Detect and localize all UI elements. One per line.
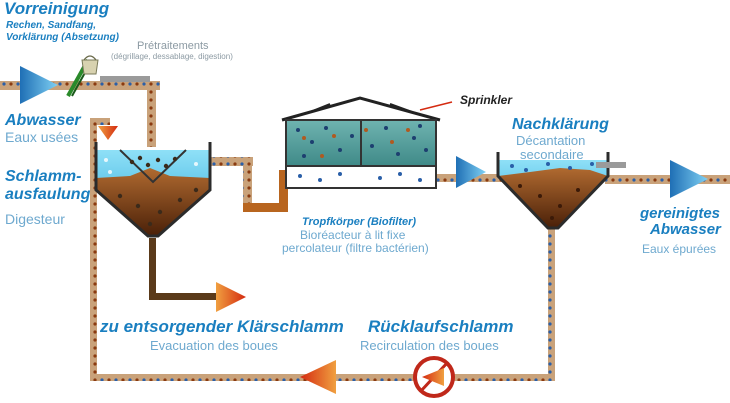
vorreinigung-title: Vorreinigung [4, 0, 110, 18]
tropfkoerper-label: Tropfkörper (Biofilter) [302, 216, 417, 228]
nachklaerung-label: Nachklärung [512, 116, 609, 133]
trickling-filter [281, 96, 453, 189]
inlet-arrow-icon [20, 66, 58, 104]
recirculation-arrow-icon [300, 360, 336, 394]
bioreacteur-label-1: Bioréacteur à lit fixe [300, 228, 406, 242]
vorreinigung-detail-1: Rechen, Sandfang, [6, 20, 97, 31]
flow-arrow-icon [456, 156, 486, 188]
ruecklauf-label: Rücklaufschlamm [368, 317, 514, 336]
sludge-evacuation-arrow-icon [216, 282, 246, 312]
abwasser-label: Abwasser [5, 112, 81, 129]
eaux-epurees-label: Eaux épurées [642, 242, 717, 256]
pretraitements-title: Prétraitements [137, 40, 209, 52]
bucket-icon [81, 55, 99, 75]
pump-icon [413, 356, 455, 398]
sprinkler-label: Sprinkler [460, 93, 513, 107]
bioreacteur-label-2: percolateur (filtre bactérien) [282, 241, 429, 255]
gereinigtes-label-2: Abwasser [650, 221, 721, 238]
pretraitements-detail: (dégrillage, dessablage, digestion) [111, 52, 233, 61]
gereinigtes-label-1: gereinigtes [640, 205, 721, 222]
recirculation-label: Recirculation des boues [360, 338, 499, 353]
evacuation-label: Evacuation des boues [150, 338, 278, 353]
outlet-arrow-icon [670, 160, 708, 198]
schlamm-label-1: Schlamm- [5, 168, 82, 185]
decantation-label-2: secondaire [520, 147, 584, 162]
sludge-drop-arrow-icon [98, 126, 118, 140]
decantation-label-1: Décantation [516, 133, 586, 148]
eaux-usees-label: Eaux usées [5, 129, 79, 145]
digesteur-label: Digesteur [5, 211, 65, 227]
grit-channel [100, 76, 150, 82]
klaerschlamm-label: zu entsorgender Klärschlamm [100, 317, 344, 336]
secondary-clarifier [496, 152, 626, 230]
schlamm-label-2: ausfaulung [5, 186, 91, 203]
primary-clarifier [94, 142, 212, 238]
vorreinigung-detail-2: Vorklärung (Absetzung) [6, 32, 119, 43]
